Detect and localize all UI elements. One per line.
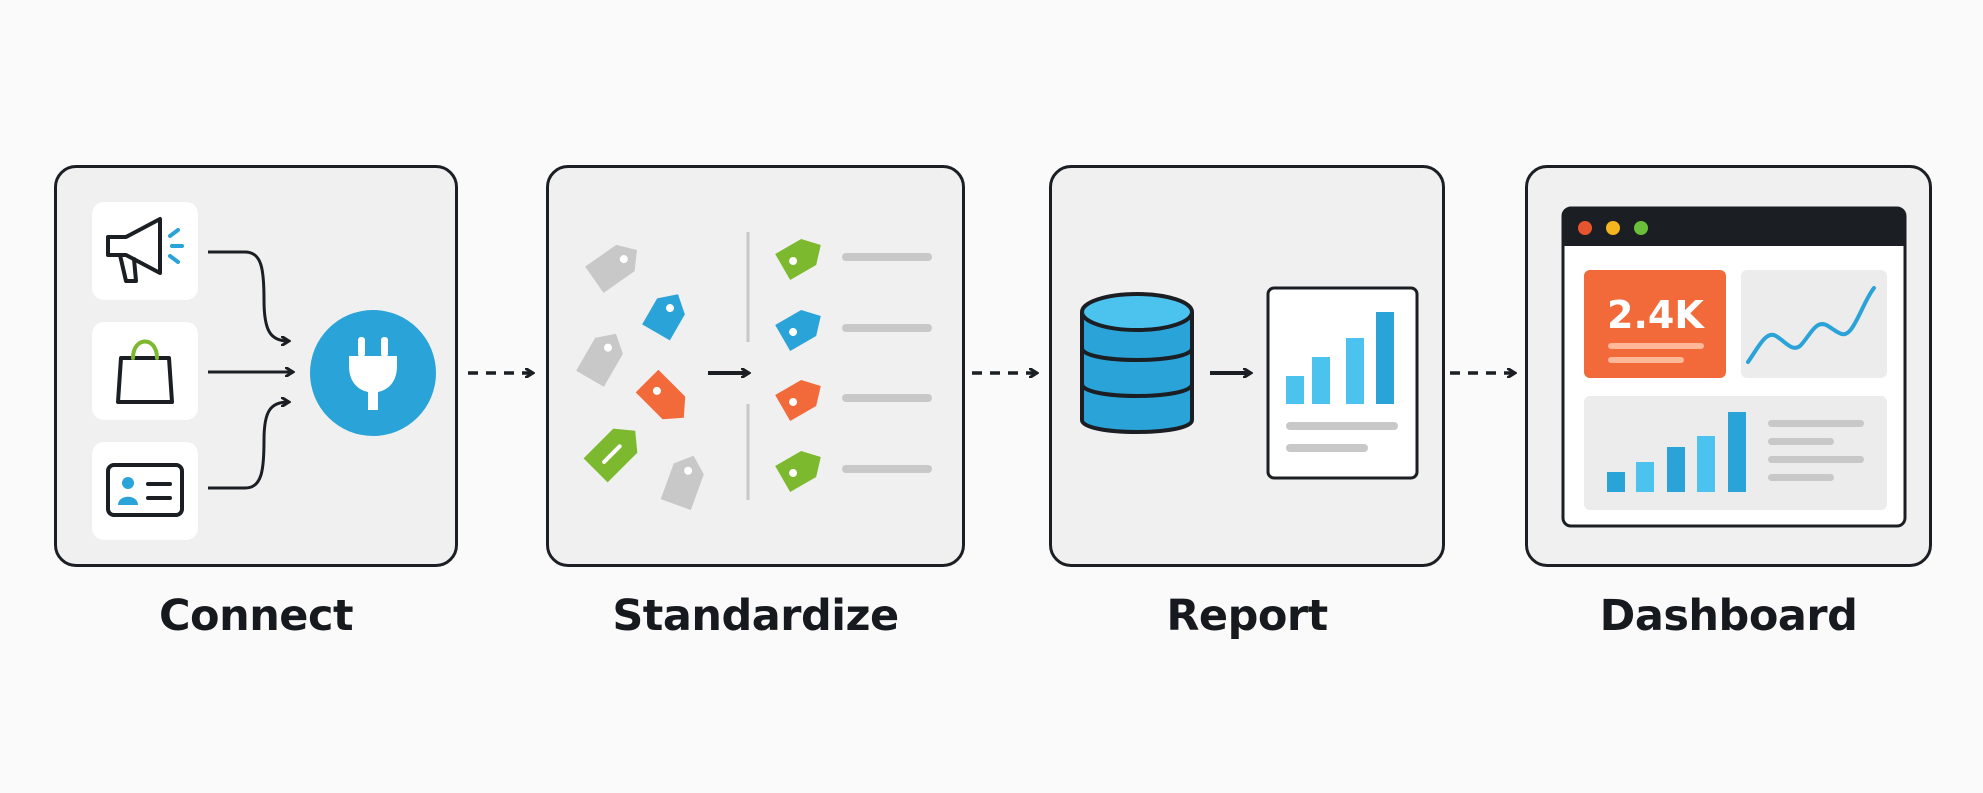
window-dot-green [1634,221,1648,235]
list-line-1 [842,253,932,261]
step-label-dashboard: Dashboard [1599,591,1858,641]
list-line-3 [842,394,932,402]
tag-icon-green [583,428,638,483]
shopping-bag-icon [116,339,174,404]
tag-icon-organized-green-2 [775,451,821,492]
tag-icon-gray-2 [576,333,623,387]
tag-icon-orange [635,369,686,420]
connector-megaphone [208,250,288,341]
megaphone-icon [106,217,184,283]
tag-icon-organized-blue [775,310,821,351]
connector-id [208,402,288,490]
source-card-megaphone [92,202,198,300]
step-label-report: Report [1166,591,1328,641]
tag-icon-organized-green-1 [775,239,821,280]
source-card-bag [92,322,198,420]
tag-icon-blue [642,294,685,341]
line-chart-card [1741,270,1887,378]
report-bar-2 [1312,357,1330,404]
report-line-1 [1286,422,1398,430]
tag-icon-organized-orange [775,380,821,421]
dash-bar-2 [1636,462,1654,492]
kpi-value: 2.4K [1607,293,1705,337]
kpi-card [1584,270,1726,378]
list-line-2 [842,324,932,332]
database-icon [1080,292,1194,434]
dash-line-2 [1768,438,1834,445]
report-bar-1 [1286,376,1304,404]
report-bar-3 [1346,338,1364,404]
tag-icon-gray-3 [660,455,704,511]
dash-bar-4 [1697,436,1715,492]
dash-line-1 [1768,420,1864,427]
id-card-icon [106,463,184,517]
dash-line-3 [1768,456,1864,463]
dash-bar-3 [1667,447,1685,492]
list-line-4 [842,465,932,473]
plug-icon [349,337,397,410]
bar-chart-icon [1286,312,1394,404]
report-line-2 [1286,444,1368,452]
dash-line-4 [1768,474,1834,481]
report-bar-4 [1376,312,1394,404]
window-dot-yellow [1606,221,1620,235]
dash-bar-5 [1728,412,1746,492]
dash-bar-1 [1607,472,1625,492]
step-label-connect: Connect [158,591,354,641]
kpi-line-1 [1608,343,1704,349]
line-chart-icon [1746,286,1876,364]
tag-icon-gray-1 [585,244,637,293]
window-dot-red [1578,221,1592,235]
step-label-standardize: Standardize [612,591,899,641]
kpi-line-2 [1608,357,1684,363]
